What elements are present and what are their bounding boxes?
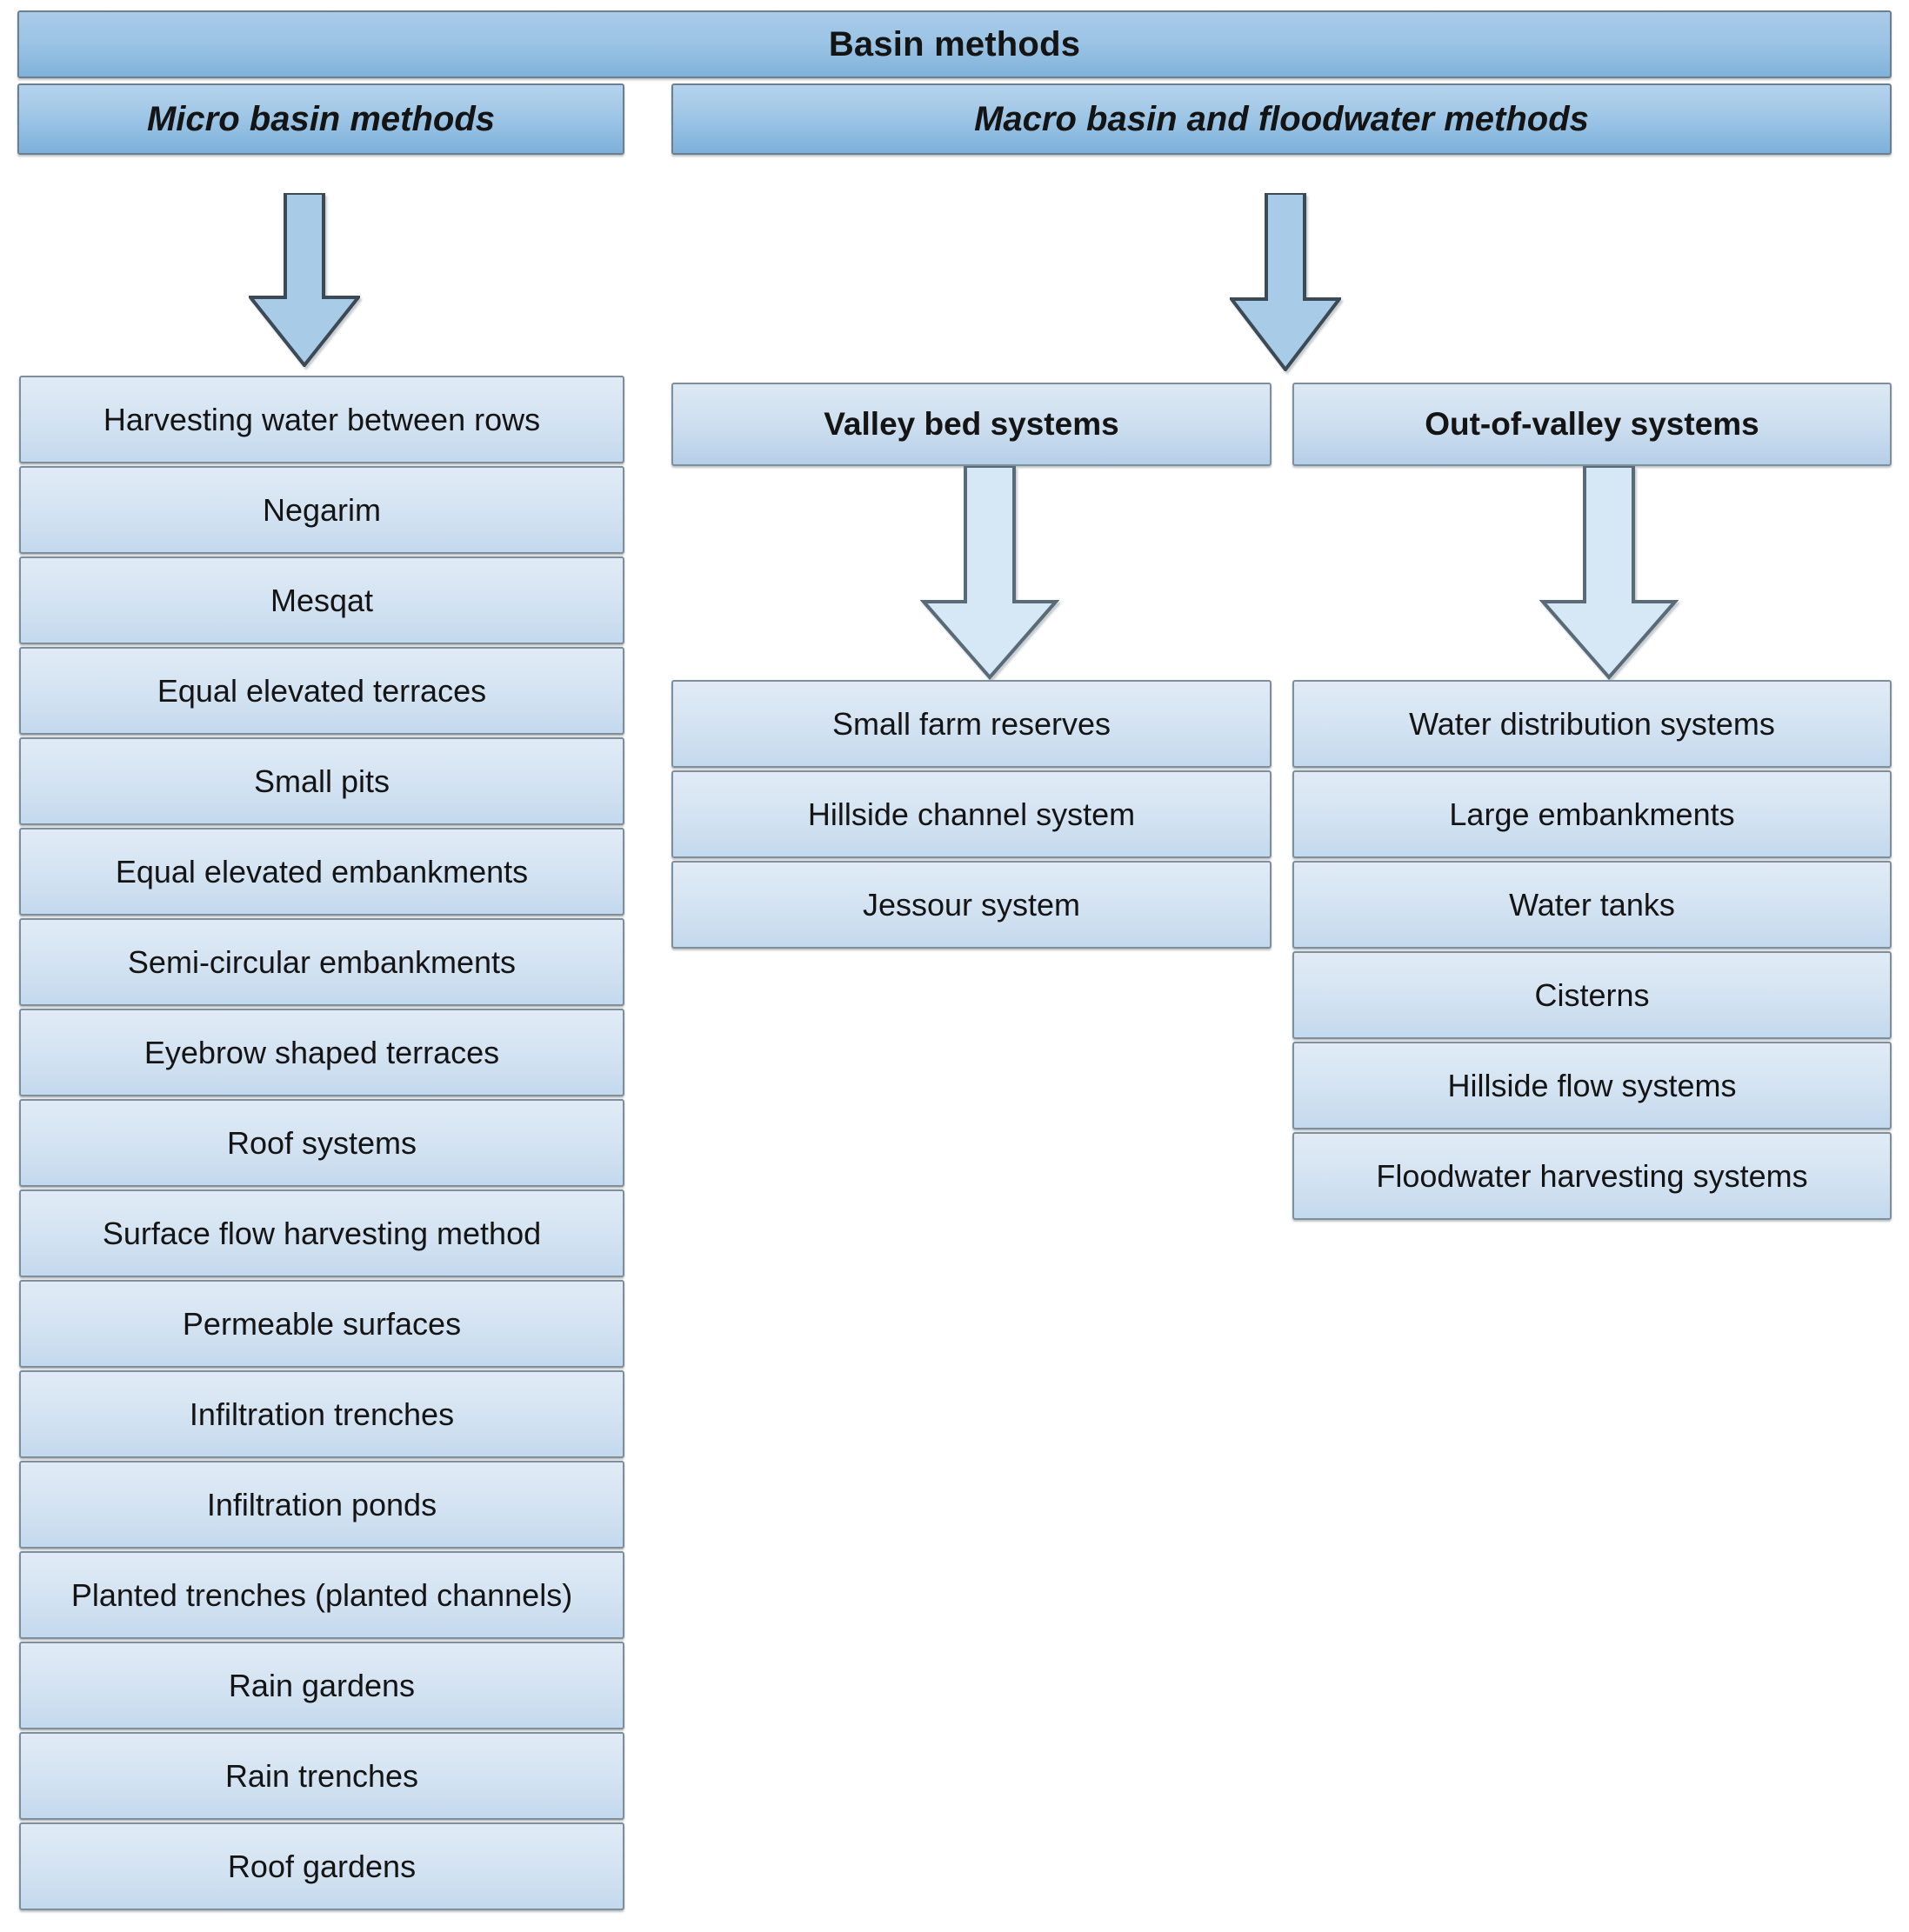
leaf-node[interactable]: Small pits bbox=[19, 737, 624, 825]
leaf-node[interactable]: Water tanks bbox=[1292, 861, 1892, 949]
down-arrow-icon bbox=[920, 466, 1059, 680]
down-arrow-icon bbox=[1230, 193, 1341, 371]
leaf-node-label: Water tanks bbox=[1509, 886, 1675, 923]
leaf-node[interactable]: Rain trenches bbox=[19, 1732, 624, 1820]
leaf-node-label: Large embankments bbox=[1449, 796, 1735, 832]
leaf-node[interactable]: Roof systems bbox=[19, 1099, 624, 1187]
leaf-node[interactable]: Hillside flow systems bbox=[1292, 1042, 1892, 1129]
leaf-node-label: Permeable surfaces bbox=[182, 1305, 462, 1342]
category-node-micro-basin-methods[interactable]: Micro basin methods bbox=[17, 83, 624, 155]
leaf-node-label: Rain gardens bbox=[228, 1667, 416, 1703]
leaf-node[interactable]: Cisterns bbox=[1292, 951, 1892, 1039]
leaf-node[interactable]: Infiltration ponds bbox=[19, 1461, 624, 1549]
category-node-label: Macro basin and floodwater methods bbox=[974, 99, 1589, 138]
leaf-node-label: Semi-circular embankments bbox=[127, 943, 517, 980]
leaf-node-label: Harvesting water between rows bbox=[103, 401, 541, 437]
category-node-label: Micro basin methods bbox=[146, 99, 496, 138]
leaf-node-label: Surface flow harvesting method bbox=[102, 1215, 542, 1251]
leaf-node[interactable]: Large embankments bbox=[1292, 770, 1892, 858]
leaf-node[interactable]: Planted trenches (planted channels) bbox=[19, 1551, 624, 1639]
leaf-node[interactable]: Mesqat bbox=[19, 556, 624, 644]
leaf-node-label: Small farm reserves bbox=[831, 705, 1111, 742]
arrow-macro-basin-to-subcategories bbox=[1230, 193, 1341, 371]
down-arrow-icon bbox=[249, 193, 360, 367]
leaf-node[interactable]: Semi-circular embankments bbox=[19, 918, 624, 1006]
leaf-node[interactable]: Harvesting water between rows bbox=[19, 376, 624, 463]
leaf-node[interactable]: Small farm reserves bbox=[671, 680, 1272, 768]
subcategory-node-label: Out-of-valley systems bbox=[1425, 406, 1759, 442]
leaf-node-label: Equal elevated terraces bbox=[157, 672, 487, 709]
root-node-basin-methods[interactable]: Basin methods bbox=[17, 10, 1892, 78]
leaf-node-label: Rain trenches bbox=[224, 1757, 419, 1794]
leaf-node-label: Eyebrow shaped terraces bbox=[144, 1034, 500, 1070]
leaf-node[interactable]: Permeable surfaces bbox=[19, 1280, 624, 1368]
arrow-out-of-valley-to-items bbox=[1539, 466, 1679, 680]
leaf-node-label: Floodwater harvesting systems bbox=[1376, 1157, 1808, 1194]
subcategory-node-label: Valley bed systems bbox=[824, 406, 1119, 442]
leaf-node-label: Equal elevated embankments bbox=[115, 853, 529, 889]
leaf-node-label: Hillside flow systems bbox=[1447, 1067, 1737, 1103]
leaf-node-label: Mesqat bbox=[270, 582, 374, 618]
subcategory-node-out-of-valley-systems[interactable]: Out-of-valley systems bbox=[1292, 383, 1892, 466]
leaf-node-label: Roof gardens bbox=[227, 1848, 417, 1884]
leaf-node[interactable]: Negarim bbox=[19, 466, 624, 554]
arrow-valley-bed-to-items bbox=[920, 466, 1059, 680]
leaf-node[interactable]: Equal elevated embankments bbox=[19, 828, 624, 916]
leaf-node-label: Small pits bbox=[253, 763, 390, 799]
leaf-node[interactable]: Jessour system bbox=[671, 861, 1272, 949]
leaf-node-label: Infiltration trenches bbox=[189, 1396, 455, 1432]
subcategory-node-valley-bed-systems[interactable]: Valley bed systems bbox=[671, 383, 1272, 466]
arrow-micro-basin-to-items bbox=[249, 193, 360, 367]
leaf-node-label: Negarim bbox=[262, 491, 382, 528]
leaf-node-label: Water distribution systems bbox=[1409, 705, 1775, 742]
category-node-macro-basin-and-floodwater-methods[interactable]: Macro basin and floodwater methods bbox=[671, 83, 1892, 155]
leaf-node-label: Infiltration ponds bbox=[206, 1486, 437, 1522]
leaf-node-label: Roof systems bbox=[226, 1124, 417, 1161]
leaf-node[interactable]: Infiltration trenches bbox=[19, 1370, 624, 1458]
leaf-node-label: Planted trenches (planted channels) bbox=[70, 1576, 573, 1613]
leaf-node[interactable]: Surface flow harvesting method bbox=[19, 1189, 624, 1277]
leaf-node[interactable]: Hillside channel system bbox=[671, 770, 1272, 858]
leaf-node[interactable]: Eyebrow shaped terraces bbox=[19, 1009, 624, 1096]
leaf-node-label: Cisterns bbox=[1534, 976, 1650, 1013]
leaf-node-label: Jessour system bbox=[862, 886, 1081, 923]
leaf-node[interactable]: Rain gardens bbox=[19, 1642, 624, 1729]
root-node-label: Basin methods bbox=[828, 24, 1081, 63]
leaf-node-label: Hillside channel system bbox=[807, 796, 1136, 832]
down-arrow-icon bbox=[1539, 466, 1679, 680]
leaf-node[interactable]: Equal elevated terraces bbox=[19, 647, 624, 735]
leaf-node[interactable]: Roof gardens bbox=[19, 1822, 624, 1910]
leaf-node[interactable]: Water distribution systems bbox=[1292, 680, 1892, 768]
leaf-node[interactable]: Floodwater harvesting systems bbox=[1292, 1132, 1892, 1220]
